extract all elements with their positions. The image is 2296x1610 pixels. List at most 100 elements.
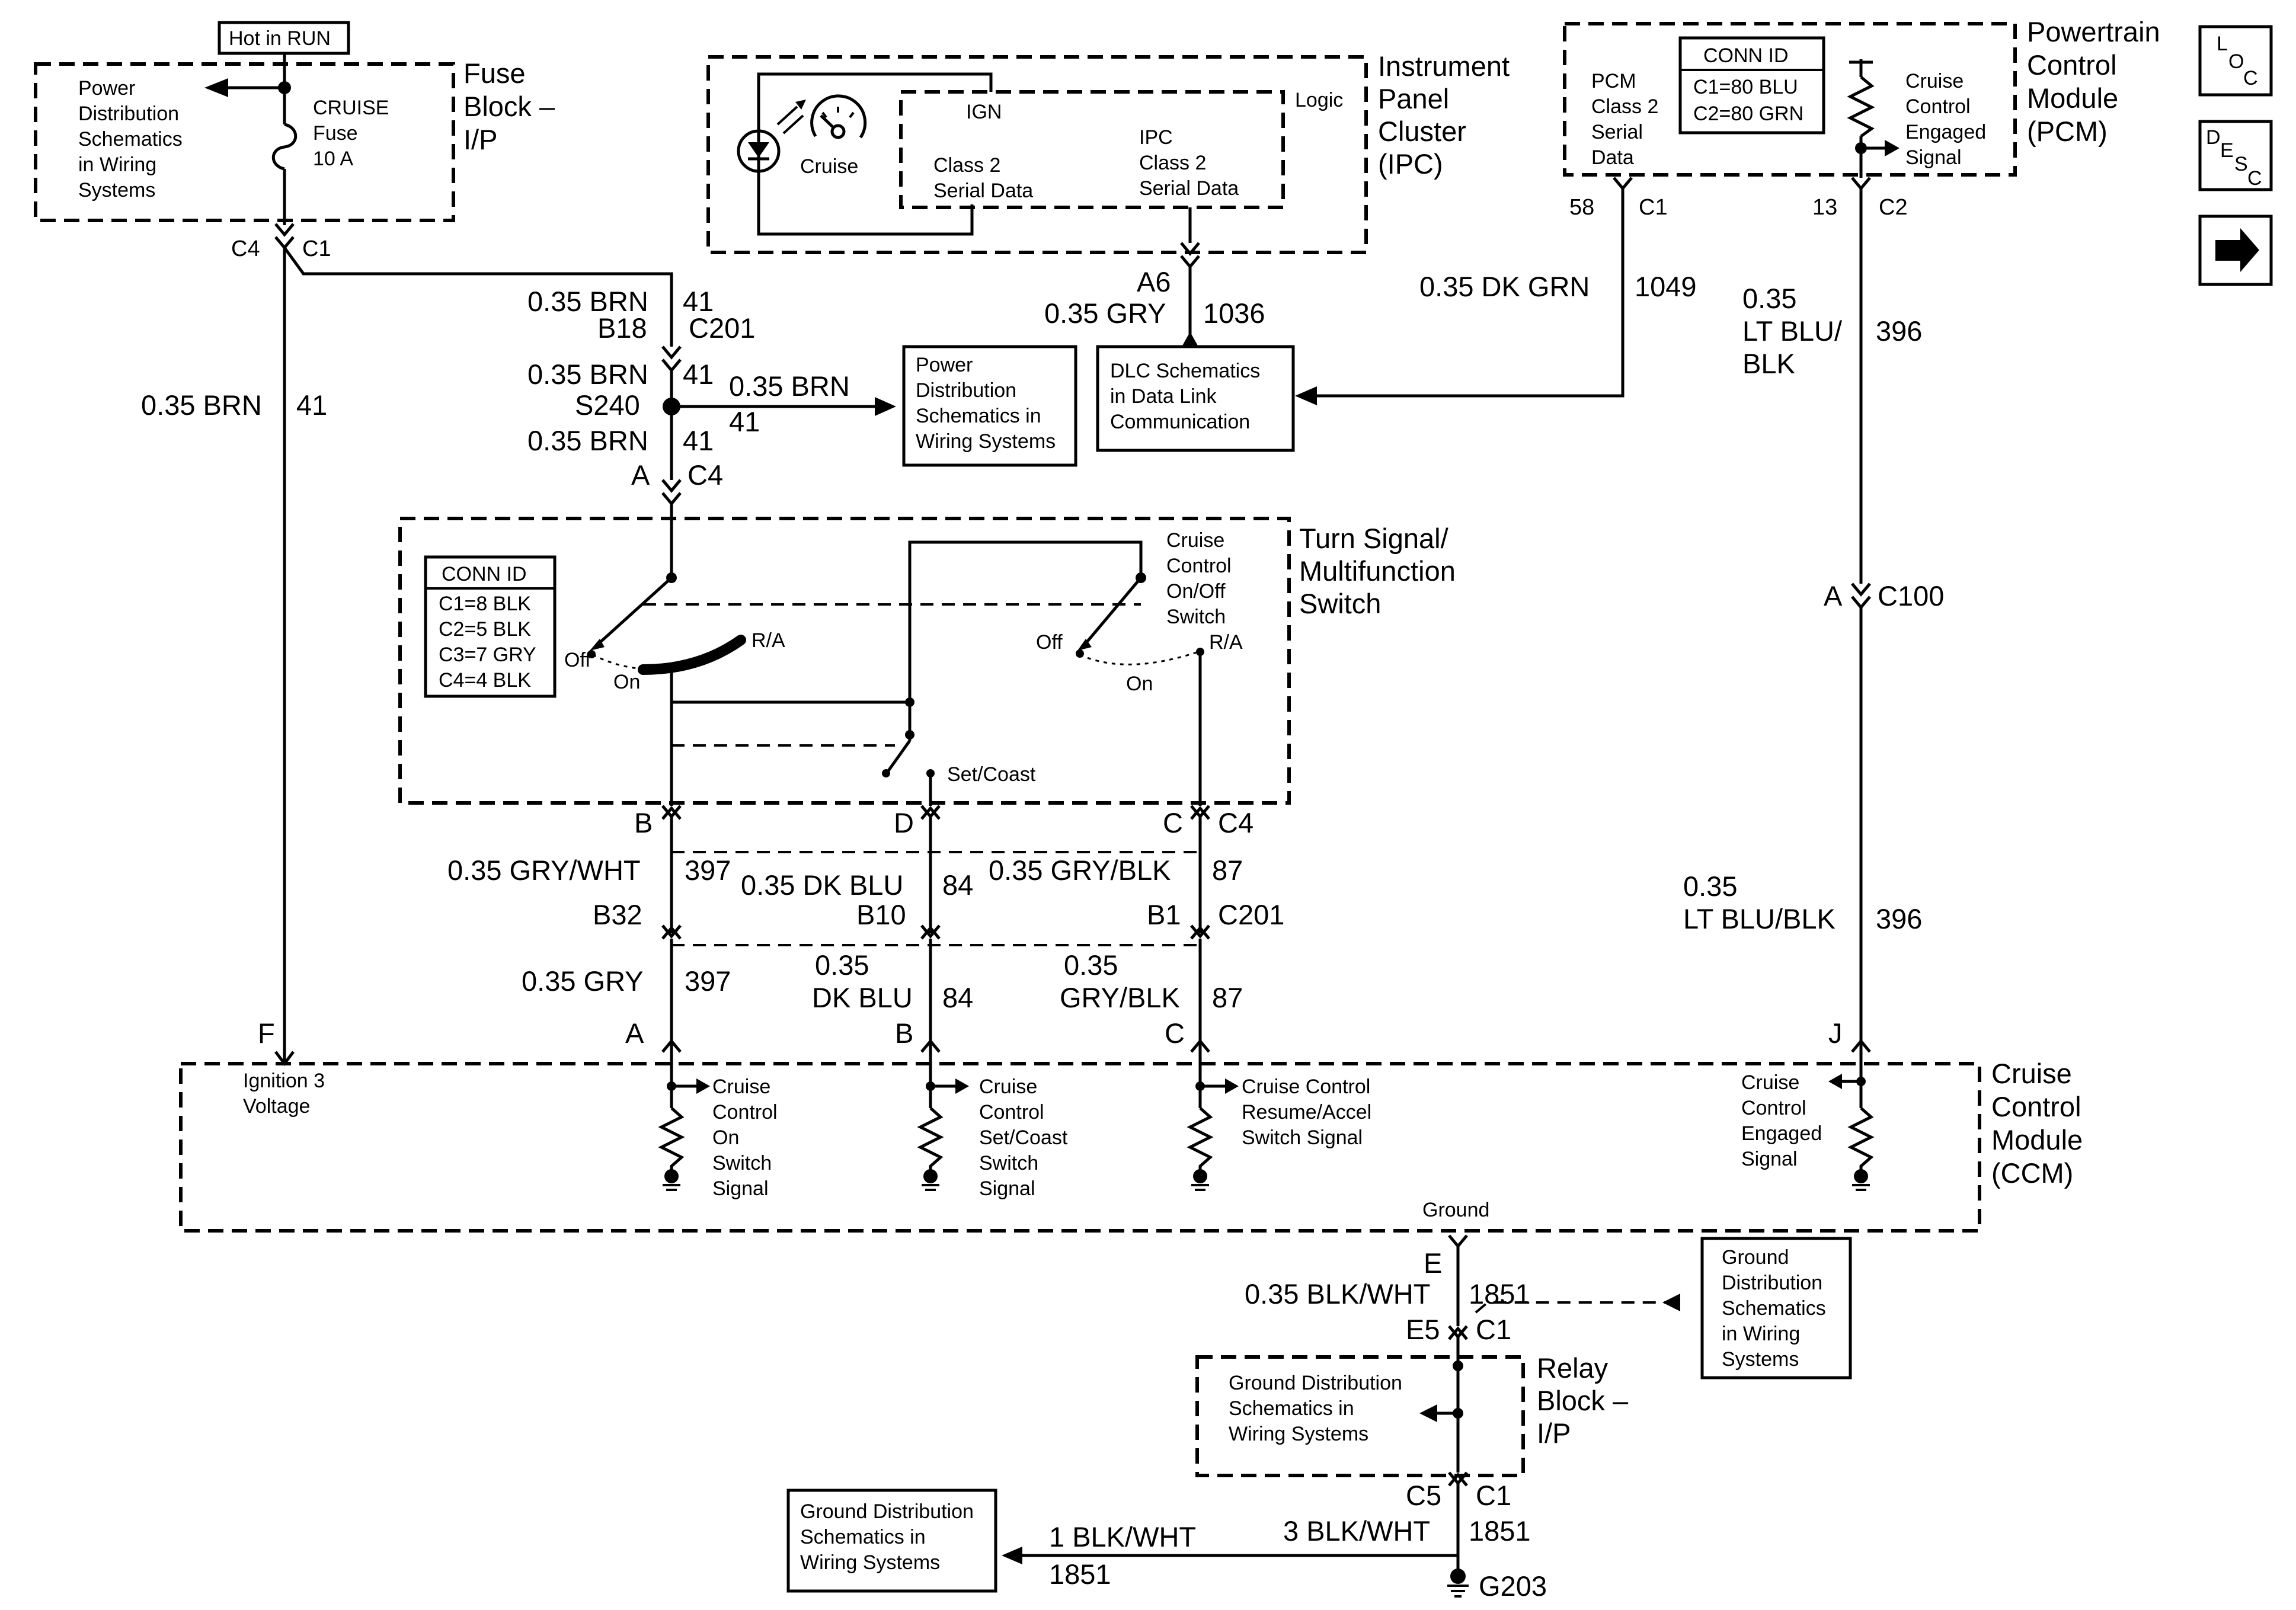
switch-contact-bar (638, 635, 746, 675)
svg-text:LT BLU/: LT BLU/ (1742, 315, 1843, 347)
svg-text:Engaged: Engaged (1905, 121, 1986, 143)
svg-text:1 BLK/WHT: 1 BLK/WHT (1049, 1521, 1196, 1553)
svg-text:1036: 1036 (1203, 297, 1265, 329)
svg-text:Module: Module (2027, 82, 2118, 114)
svg-text:(PCM): (PCM) (2027, 116, 2108, 147)
svg-text:Class 2: Class 2 (1139, 152, 1206, 174)
desc-button[interactable]: D E S C (2198, 120, 2273, 191)
svg-text:397: 397 (685, 965, 731, 997)
svg-text:C4=4 BLK: C4=4 BLK (439, 669, 531, 692)
svg-text:0.35: 0.35 (1683, 870, 1737, 902)
svg-text:CONN ID: CONN ID (1703, 44, 1789, 67)
svg-text:41: 41 (683, 359, 714, 390)
svg-text:Schematics in: Schematics in (916, 405, 1041, 427)
svg-text:BLK: BLK (1742, 348, 1795, 379)
svg-text:Ignition 3: Ignition 3 (243, 1070, 325, 1092)
svg-text:Module: Module (1991, 1124, 2083, 1156)
svg-text:0.35 BLK/WHT: 0.35 BLK/WHT (1245, 1278, 1430, 1310)
svg-text:396: 396 (1876, 315, 1922, 347)
svg-text:Wiring Systems: Wiring Systems (916, 430, 1056, 453)
svg-text:E: E (1424, 1247, 1442, 1279)
svg-text:E: E (2220, 139, 2234, 162)
svg-text:Cruise: Cruise (800, 155, 858, 178)
svg-text:13: 13 (1812, 195, 1837, 220)
svg-text:0.35 GRY: 0.35 GRY (522, 965, 644, 997)
svg-text:Block –: Block – (463, 91, 555, 122)
svg-text:Schematics: Schematics (1722, 1297, 1826, 1320)
switch-conn-id-table: CONN ID C1=8 BLK C2=5 BLK C3=7 GRY C4=4 … (424, 555, 557, 698)
svg-text:C1=8 BLK: C1=8 BLK (439, 593, 531, 615)
resistor-icon (1847, 76, 1875, 138)
svg-text:Voltage: Voltage (243, 1095, 310, 1118)
svg-text:C1: C1 (1639, 195, 1668, 220)
svg-text:Control: Control (2027, 49, 2117, 81)
svg-text:PCM: PCM (1591, 70, 1636, 92)
svg-text:C1: C1 (1476, 1480, 1511, 1511)
svg-text:B1: B1 (1147, 899, 1181, 930)
svg-text:Off: Off (564, 649, 591, 671)
power-distribution-reference[interactable]: Power Distribution Schematics in Wiring … (902, 345, 1077, 467)
svg-text:Relay: Relay (1537, 1352, 1609, 1384)
svg-text:in Wiring: in Wiring (78, 153, 156, 176)
svg-text:87: 87 (1212, 982, 1243, 1013)
svg-text:0.35: 0.35 (1742, 283, 1796, 314)
svg-text:A: A (1824, 580, 1843, 612)
svg-text:10 A: 10 A (313, 148, 353, 170)
svg-text:in Data Link: in Data Link (1110, 385, 1217, 408)
ground-distribution-reference-bottom[interactable]: Ground Distribution Schematics in Wiring… (786, 1489, 997, 1593)
svg-text:Power: Power (78, 77, 135, 100)
svg-text:On/Off: On/Off (1166, 580, 1226, 603)
svg-text:B10: B10 (856, 899, 906, 930)
svg-text:C: C (1165, 1017, 1185, 1049)
brn-center-circuit: 0.35 BRN 41 B18 C201 0.35 BRN 41 S240 0.… (527, 286, 896, 518)
svg-text:Wiring Systems: Wiring Systems (1229, 1423, 1368, 1445)
svg-text:C5: C5 (1406, 1480, 1441, 1511)
svg-text:Instrument: Instrument (1378, 50, 1510, 82)
ground-distribution-reference-right[interactable]: Ground Distribution Schematics in Wiring… (1700, 1237, 1852, 1379)
svg-text:0.35 BRN: 0.35 BRN (527, 359, 648, 390)
svg-text:Powertrain: Powertrain (2027, 16, 2160, 47)
svg-text:Schematics in: Schematics in (1229, 1397, 1354, 1420)
next-page-button[interactable] (2198, 215, 2273, 286)
turn-signal-multifunction-switch: Turn Signal/ Multifunction Switch CONN I… (398, 517, 1456, 838)
svg-text:Cruise: Cruise (1905, 70, 1964, 92)
svg-text:Switch: Switch (1166, 606, 1226, 628)
svg-text:Distribution: Distribution (78, 103, 179, 125)
svg-text:B18: B18 (597, 312, 647, 344)
svg-text:Cruise: Cruise (712, 1076, 770, 1098)
svg-text:C1=80 BLU: C1=80 BLU (1693, 76, 1798, 98)
svg-text:R/A: R/A (752, 629, 785, 652)
svg-text:C1: C1 (302, 236, 331, 261)
svg-text:S: S (2234, 153, 2248, 175)
svg-text:Switch: Switch (1299, 588, 1381, 619)
dlc-schematics-reference[interactable]: DLC Schematics in Data Link Communicatio… (1096, 345, 1295, 452)
svg-text:Systems: Systems (78, 179, 155, 201)
svg-text:(CCM): (CCM) (1991, 1157, 2073, 1189)
svg-text:DLC Schematics: DLC Schematics (1110, 360, 1260, 382)
svg-text:Schematics in: Schematics in (800, 1526, 926, 1548)
svg-text:Block –: Block – (1537, 1385, 1629, 1416)
svg-text:Cruise: Cruise (1991, 1058, 2072, 1089)
svg-text:C100: C100 (1878, 580, 1944, 612)
svg-text:(IPC): (IPC) (1378, 148, 1443, 180)
svg-text:Cruise: Cruise (979, 1076, 1037, 1098)
svg-text:C: C (2243, 67, 2258, 89)
svg-text:Signal: Signal (1905, 146, 1962, 169)
svg-text:Distribution: Distribution (916, 379, 1016, 402)
svg-text:Ground Distribution: Ground Distribution (800, 1500, 974, 1523)
svg-text:Cruise: Cruise (1166, 529, 1224, 552)
svg-text:Power: Power (916, 354, 973, 376)
svg-text:E5: E5 (1406, 1314, 1440, 1345)
svg-text:C4: C4 (1218, 807, 1253, 838)
loc-button[interactable]: L O C (2198, 25, 2273, 97)
svg-text:Control: Control (1905, 95, 1971, 118)
svg-text:B: B (634, 807, 653, 838)
svg-text:Set/Coast: Set/Coast (979, 1126, 1068, 1149)
svg-text:Wiring Systems: Wiring Systems (800, 1551, 940, 1574)
svg-text:A: A (625, 1017, 644, 1049)
svg-text:0.35 GRY/WHT: 0.35 GRY/WHT (447, 854, 641, 886)
svg-text:Signal: Signal (1741, 1148, 1798, 1170)
brn-feed-circuit: 0.35 BRN 41 (141, 247, 673, 1064)
svg-text:IGN: IGN (966, 101, 1002, 123)
svg-text:1851: 1851 (1049, 1558, 1111, 1590)
